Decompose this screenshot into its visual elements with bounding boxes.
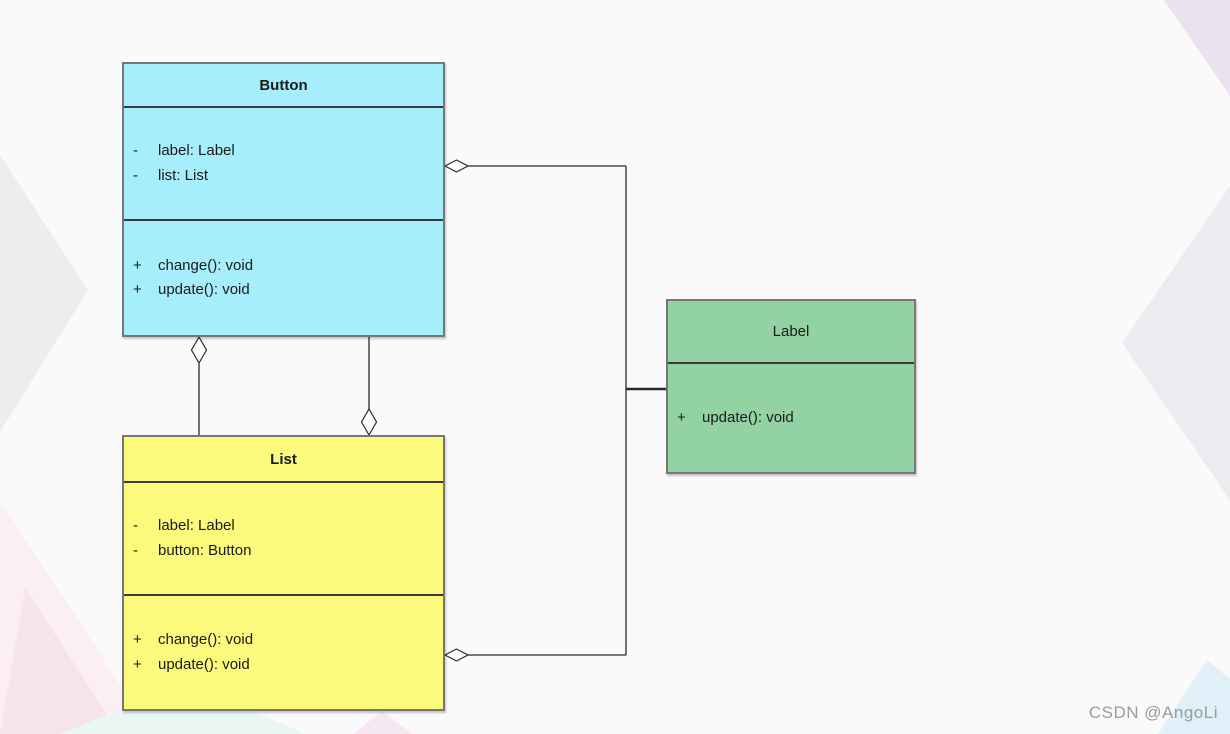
visibility-symbol: - [133, 166, 138, 184]
operation-signature: update(): void [702, 408, 794, 426]
class-title-button: Button [124, 64, 443, 108]
attribute-row: - label: Label [124, 514, 443, 539]
operation-row: + update(): void [124, 653, 443, 678]
class-title-list: List [124, 437, 443, 483]
label-operations-compartment: + update(): void [668, 364, 914, 472]
visibility-symbol: + [133, 631, 142, 648]
aggregation-diamond-list-right[interactable] [443, 648, 470, 662]
attribute-row: - button: Button [124, 539, 443, 564]
attribute-signature: button: Button [158, 541, 252, 559]
csdn-watermark: CSDN @AngoLi [1088, 703, 1218, 722]
operation-signature: update(): void [158, 281, 250, 298]
visibility-symbol: + [133, 655, 142, 673]
visibility-symbol: + [133, 256, 142, 274]
operation-row: + update(): void [668, 406, 914, 431]
visibility-symbol: - [133, 541, 138, 559]
attribute-signature: label: Label [158, 517, 235, 534]
aggregation-diamond-button-right[interactable] [443, 159, 470, 173]
operation-row: + change(): void [124, 254, 443, 279]
class-box-label[interactable]: Label + update(): void [666, 299, 916, 474]
attribute-row: - label: Label [124, 139, 443, 164]
button-attributes-compartment: - label: Label - list: List [124, 108, 443, 221]
operation-row: + update(): void [124, 278, 443, 303]
operation-signature: update(): void [158, 655, 250, 673]
attribute-signature: label: Label [158, 142, 235, 159]
visibility-symbol: - [133, 142, 138, 159]
list-attributes-compartment: - label: Label - button: Button [124, 483, 443, 596]
operation-signature: change(): void [158, 631, 254, 648]
aggregation-diamond-list-top[interactable] [360, 407, 378, 437]
visibility-symbol: + [677, 408, 686, 426]
operation-signature: change(): void [158, 256, 254, 274]
class-box-button[interactable]: Button - label: Label - list: List + cha… [122, 62, 445, 337]
list-operations-compartment: + change(): void + update(): void [124, 596, 443, 709]
operation-row: + change(): void [124, 628, 443, 653]
class-title-label: Label [668, 301, 914, 364]
class-box-list[interactable]: List - label: Label - button: Button + c… [122, 435, 445, 711]
attribute-row: - list: List [124, 164, 443, 189]
button-operations-compartment: + change(): void + update(): void [124, 221, 443, 335]
visibility-symbol: + [133, 281, 142, 298]
aggregation-diamond-button-bottom[interactable] [190, 335, 208, 365]
attribute-signature: list: List [158, 166, 209, 184]
visibility-symbol: - [133, 517, 138, 534]
